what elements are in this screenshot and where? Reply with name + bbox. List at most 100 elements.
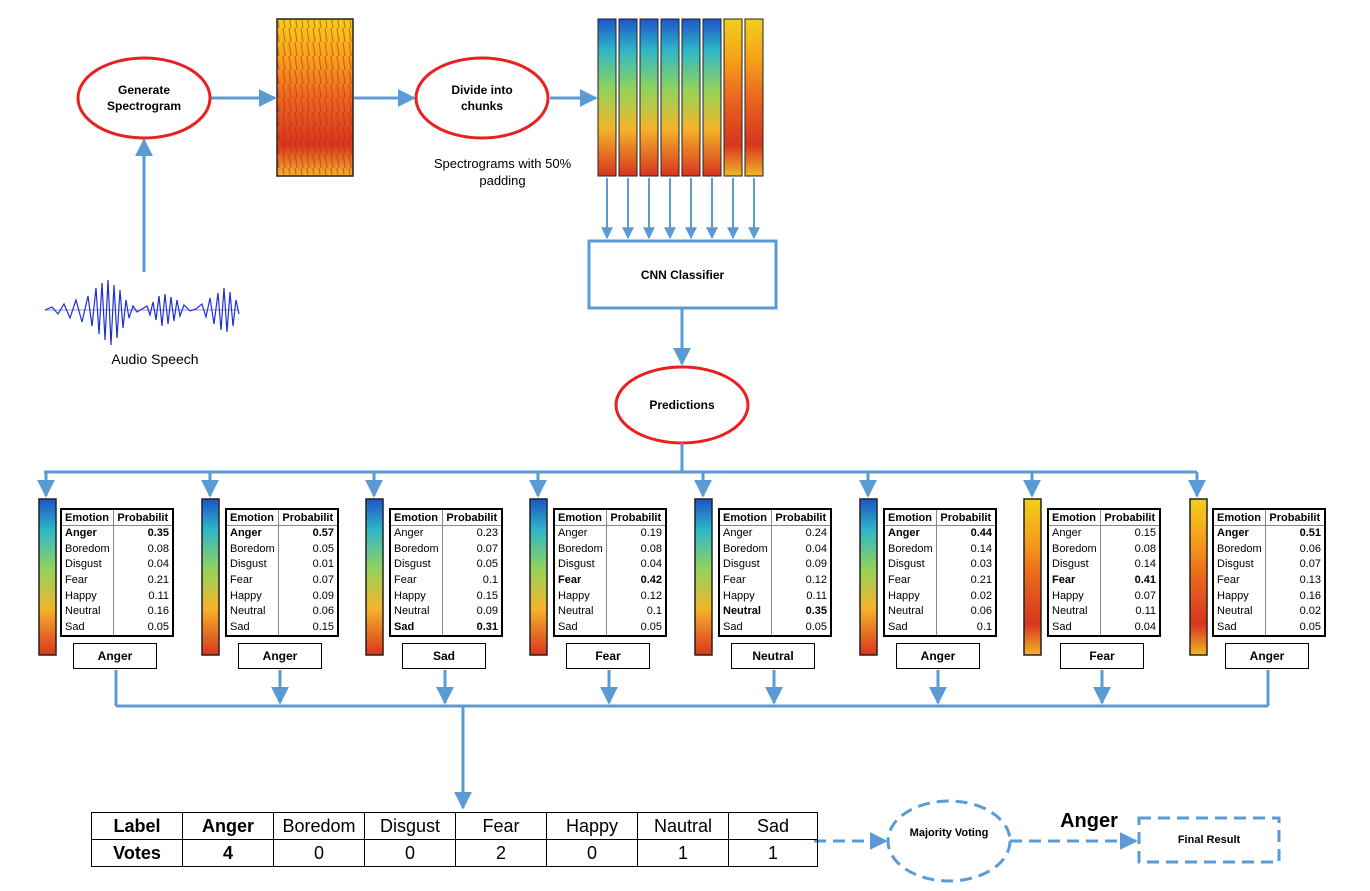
emotion-probability: 0.23: [476, 527, 498, 540]
vote-label: Anger: [182, 812, 274, 840]
chunk-spectrograms: [38, 498, 1208, 656]
emotion-name: Neutral: [62, 603, 115, 620]
emotion-probability: 0.14: [1134, 558, 1156, 571]
emotion-name: Fear: [555, 572, 608, 589]
emotion-probability: 0.13: [1299, 574, 1321, 587]
emotion-name: Fear: [1214, 572, 1267, 589]
emotion-header: Emotion: [227, 510, 280, 526]
emotion-name: Happy: [391, 588, 444, 604]
probability-header: Probabilit: [1265, 510, 1324, 526]
emotion-name: Sad: [62, 619, 115, 636]
emotion-name: Happy: [227, 588, 280, 604]
chunk-prediction-label: Fear: [1060, 643, 1144, 669]
votes-table: Label Anger Boredom Disgust Fear Happy N…: [91, 812, 818, 867]
probability-header: Probabilit: [771, 510, 830, 526]
audio-speech-label: Audio Speech: [111, 351, 199, 367]
emotion-probability: 0.11: [148, 589, 169, 602]
prediction-bus: [37, 443, 1206, 498]
emotion-name: Boredom: [555, 541, 608, 558]
emotion-header: Emotion: [720, 510, 773, 526]
emotion-name: Neutral: [720, 603, 773, 620]
emotion-probability: 0.31: [476, 620, 498, 633]
final-result-label: Final Result: [1177, 834, 1241, 846]
padding-caption: Spectrograms with 50% padding: [433, 156, 572, 188]
probability-header: Probabilit: [936, 510, 995, 526]
chunk-prediction-label: Anger: [73, 643, 157, 669]
emotion-name: Boredom: [62, 541, 115, 558]
emotion-name: Boredom: [720, 541, 773, 558]
arrows-chunks-to-cnn: [601, 178, 760, 240]
emotion-name: Disgust: [1214, 557, 1267, 573]
emotion-probability: 0.15: [312, 620, 334, 633]
emotion-name: Anger: [62, 525, 115, 542]
emotion-name: Disgust: [62, 557, 115, 573]
emotion-name: Neutral: [1049, 603, 1102, 620]
emotion-name: Disgust: [885, 557, 938, 573]
emotion-probability: 0.09: [312, 589, 334, 602]
emotion-probability: 0.21: [970, 574, 992, 587]
emotion-probability: 0.05: [476, 558, 498, 571]
emotion-probability: 0.04: [640, 558, 662, 571]
emotion-probability: 0.04: [1134, 620, 1156, 633]
emotion-name: Fear: [720, 572, 773, 589]
vote-count: 1: [637, 839, 729, 867]
emotion-name: Disgust: [227, 557, 280, 573]
emotion-name: Neutral: [885, 603, 938, 620]
emotion-probability: 0.07: [476, 542, 498, 555]
emotion-name: Sad: [720, 619, 773, 636]
emotion-name: Anger: [885, 525, 938, 542]
probability-header: Probabilit: [1100, 510, 1159, 526]
emotion-name: Neutral: [555, 603, 608, 620]
emotion-name: Boredom: [885, 541, 938, 558]
emotion-name: Disgust: [1049, 557, 1102, 573]
emotion-header: Emotion: [885, 510, 938, 526]
emotion-probability: 0.08: [147, 542, 169, 555]
label-header: Label: [91, 812, 183, 840]
emotion-header: Emotion: [1049, 510, 1102, 526]
emotion-name: Disgust: [391, 557, 444, 573]
vote-bus: [114, 670, 1270, 810]
emotion-name: Sad: [555, 619, 608, 636]
emotion-probability: 0.06: [1299, 542, 1321, 555]
emotion-name: Fear: [391, 572, 444, 589]
emotion-probability: 0.02: [1299, 605, 1321, 618]
emotion-name: Boredom: [1214, 541, 1267, 558]
chunk-prediction-label: Anger: [896, 643, 980, 669]
emotion-probability: 0.04: [147, 558, 169, 571]
votes-header: Votes: [91, 839, 183, 867]
emotion-probability: 0.05: [312, 542, 334, 555]
emotion-probability: 0.16: [147, 605, 169, 618]
emotion-probability: 0.35: [805, 605, 827, 618]
emotion-name: Sad: [885, 619, 938, 636]
emotion-probability: 0.11: [806, 589, 827, 602]
emotion-probability: 0.12: [640, 589, 662, 602]
emotion-name: Happy: [555, 588, 608, 604]
vote-label: Disgust: [364, 812, 456, 840]
emotion-name: Sad: [1049, 619, 1102, 636]
emotion-name: Boredom: [227, 541, 280, 558]
chunk-prediction-label: Fear: [566, 643, 650, 669]
emotion-probability: 0.24: [805, 527, 827, 540]
emotion-name: Fear: [227, 572, 280, 589]
emotion-name: Anger: [720, 525, 773, 542]
emotion-probability: 0.07: [1134, 589, 1156, 602]
emotion-probability: 0.1: [976, 620, 992, 633]
emotion-header: Emotion: [62, 510, 115, 526]
emotion-header: Emotion: [1214, 510, 1267, 526]
emotion-probability: 0.01: [312, 558, 334, 571]
emotion-name: Fear: [1049, 572, 1102, 589]
emotion-name: Neutral: [1214, 603, 1267, 620]
vote-count: 0: [546, 839, 638, 867]
emotion-name: Neutral: [227, 603, 280, 620]
vote-label: Nautral: [637, 812, 729, 840]
emotion-name: Fear: [885, 572, 938, 589]
divide-chunks-node: [414, 56, 550, 140]
emotion-probability: 0.03: [970, 558, 992, 571]
emotion-probability: 0.14: [970, 542, 992, 555]
final-result-box: [1137, 816, 1281, 864]
